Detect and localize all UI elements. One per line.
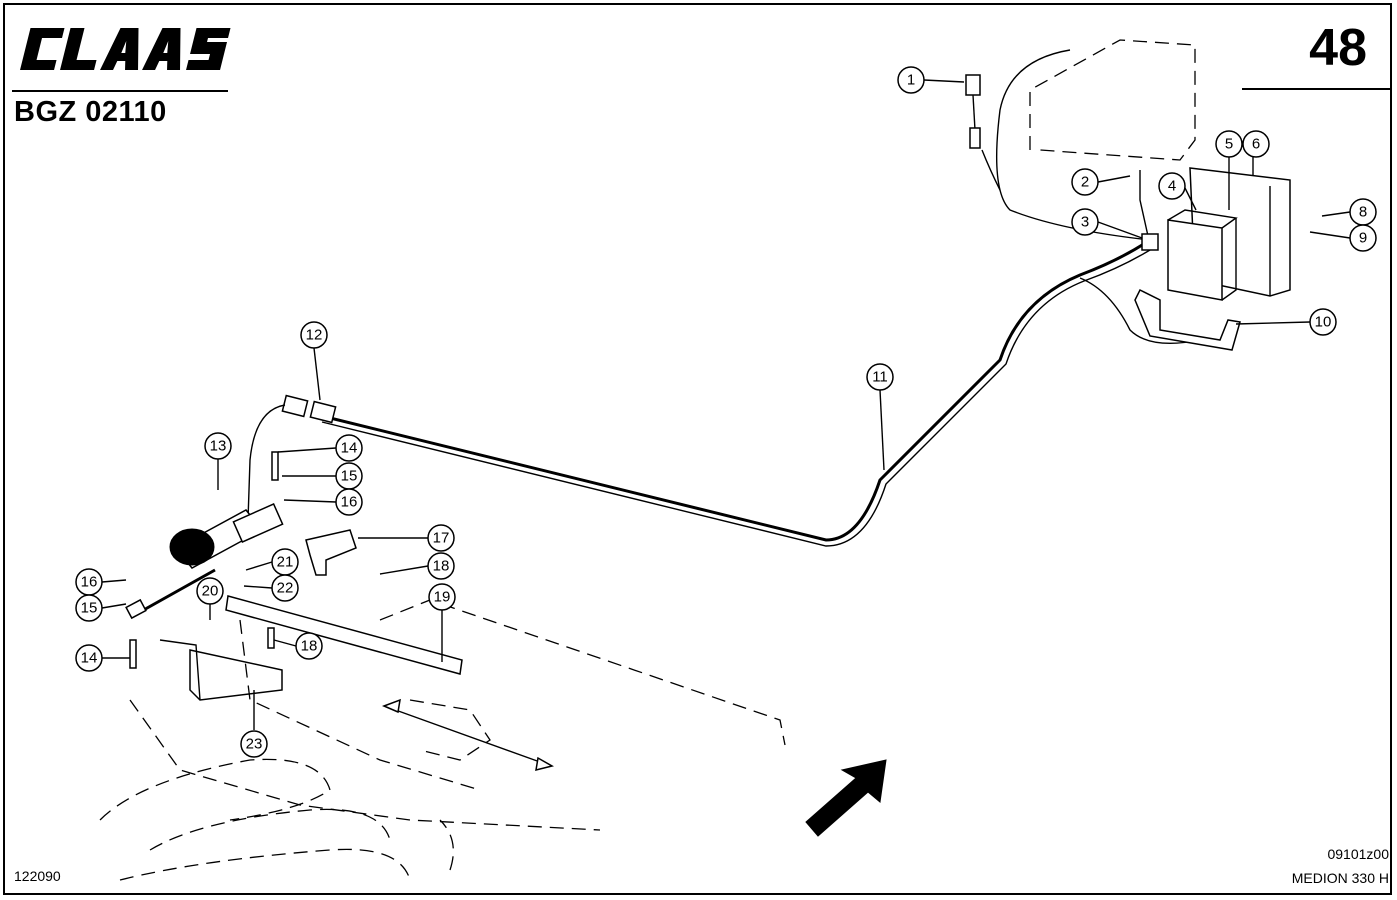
callout-13: 13	[204, 432, 232, 460]
callout-8: 8	[1349, 198, 1377, 226]
callout-19: 19	[428, 583, 456, 611]
svg-text:18: 18	[301, 638, 318, 655]
svg-text:14: 14	[341, 440, 358, 457]
header-rule-left	[12, 90, 228, 92]
svg-text:15: 15	[341, 468, 358, 485]
svg-text:8: 8	[1359, 204, 1367, 221]
callout-16-lower: 16	[75, 568, 103, 596]
page-frame	[3, 3, 1392, 895]
callout-15: 15	[335, 462, 363, 490]
svg-text:21: 21	[277, 554, 294, 571]
svg-text:6: 6	[1252, 136, 1260, 153]
plate-23	[189, 649, 283, 701]
svg-text:1: 1	[907, 72, 915, 89]
svg-text:17: 17	[433, 530, 450, 547]
callout-18: 18	[427, 552, 455, 580]
svg-text:3: 3	[1081, 214, 1089, 231]
callout-12: 12	[300, 321, 328, 349]
callout-9: 9	[1349, 224, 1377, 252]
group-code: BGZ 02110	[14, 96, 167, 128]
page-number: 48	[1309, 19, 1367, 77]
fender-outline	[1029, 39, 1196, 161]
sensor-1	[965, 74, 981, 149]
connector-12	[309, 400, 337, 424]
callout-6: 6	[1242, 130, 1270, 158]
svg-text:16: 16	[341, 494, 358, 511]
callout-23: 23	[240, 730, 268, 758]
model-name: MEDION 330 H	[1291, 870, 1389, 886]
linear-actuator-13	[125, 503, 284, 620]
svg-text:13: 13	[210, 438, 227, 455]
svg-text:10: 10	[1315, 314, 1332, 331]
svg-text:23: 23	[246, 736, 263, 753]
callout-14: 14	[335, 434, 363, 462]
callout-14-lower: 14	[75, 644, 103, 672]
svg-text:16: 16	[81, 574, 98, 591]
relay-3	[1141, 233, 1159, 251]
footer-left-code: 122090	[14, 868, 61, 884]
callout-5: 5	[1215, 130, 1243, 158]
callout-4: 4	[1158, 172, 1186, 200]
callout-22: 22	[271, 574, 299, 602]
svg-text:2: 2	[1081, 174, 1089, 191]
callout-2: 2	[1071, 168, 1099, 196]
svg-text:11: 11	[872, 369, 888, 386]
callout-11: 11	[866, 363, 894, 391]
svg-text:19: 19	[434, 589, 451, 606]
svg-text:9: 9	[1359, 230, 1367, 247]
callout-21: 21	[271, 548, 299, 576]
svg-text:15: 15	[81, 600, 98, 617]
callout-3: 3	[1071, 208, 1099, 236]
direction-arrow-icon	[805, 759, 887, 837]
svg-text:14: 14	[81, 650, 98, 667]
callout-10: 10	[1309, 308, 1337, 336]
cable-harness	[321, 238, 1151, 542]
bracket-10	[1134, 288, 1241, 351]
callout-17: 17	[427, 524, 455, 552]
callout-15-lower: 15	[75, 594, 103, 622]
drawing-reference: 09101z00	[1327, 846, 1389, 862]
claas-logo	[20, 28, 231, 70]
svg-text:5: 5	[1225, 136, 1233, 153]
callout-20: 20	[196, 577, 224, 605]
callout-16: 16	[335, 488, 363, 516]
svg-text:18: 18	[433, 558, 450, 575]
lever-19	[225, 595, 463, 675]
svg-text:12: 12	[306, 327, 323, 344]
svg-text:22: 22	[277, 580, 294, 597]
callout-1: 1	[897, 66, 925, 94]
header-rule-right	[1242, 88, 1390, 90]
svg-text:20: 20	[202, 583, 219, 600]
callout-18-lower: 18	[295, 632, 323, 660]
movement-arrow	[381, 698, 554, 772]
bracket-17	[305, 529, 357, 576]
svg-text:4: 4	[1168, 178, 1176, 195]
module-4	[1167, 209, 1238, 301]
